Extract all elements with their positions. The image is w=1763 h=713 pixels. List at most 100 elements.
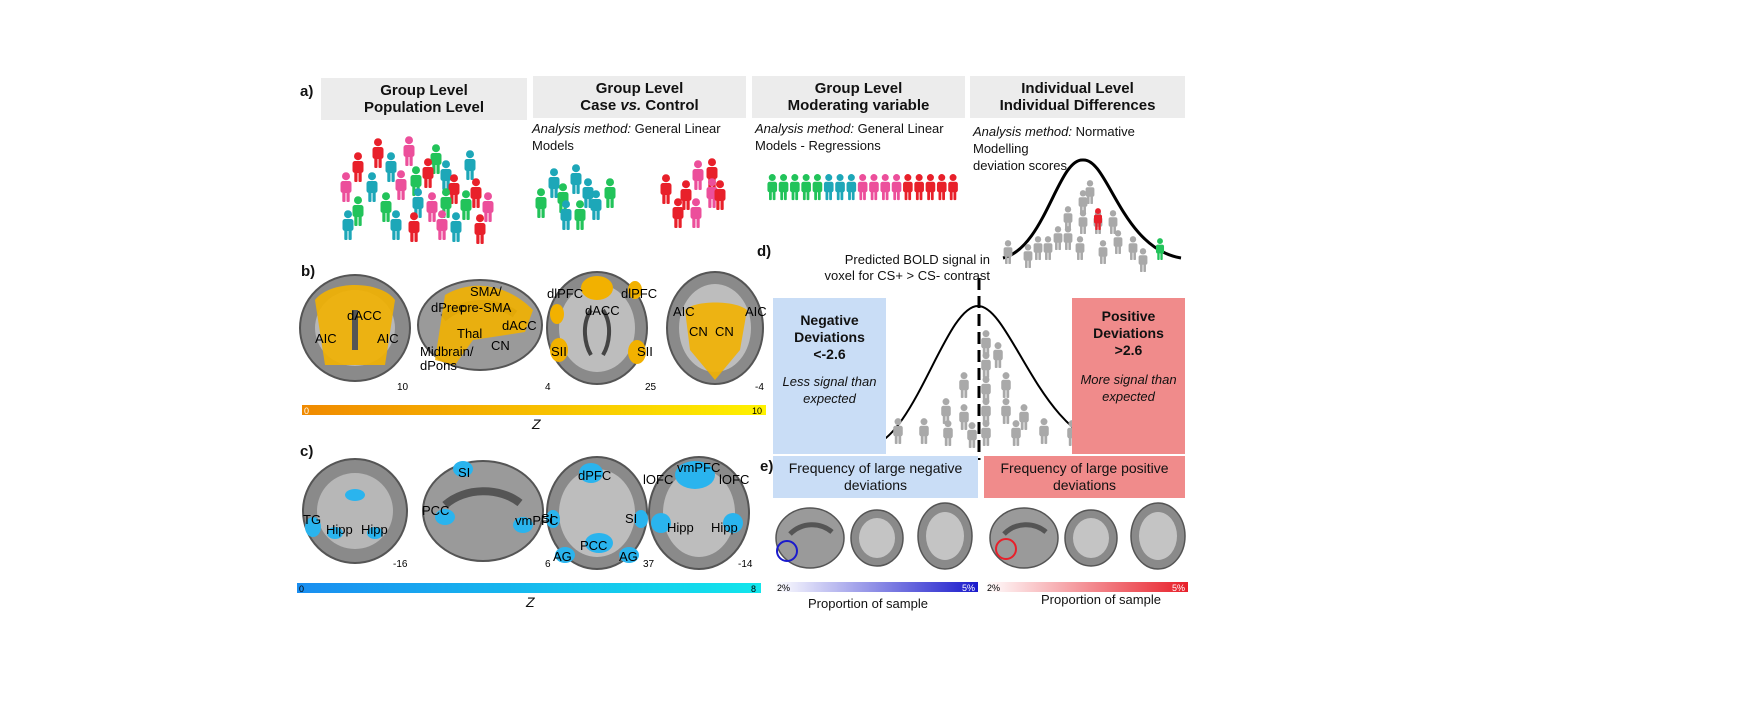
person-icon — [426, 192, 438, 222]
person-icon — [869, 174, 879, 201]
person-icon — [570, 164, 582, 194]
person-icon — [1043, 236, 1053, 260]
pos-bar-min: 2% — [987, 583, 1000, 593]
method-text: Normative Modelling — [973, 124, 1135, 156]
person-icon — [1023, 244, 1033, 268]
brain-region-label: Hipp — [667, 520, 694, 535]
person-icon — [557, 183, 569, 213]
person-icon — [660, 174, 672, 204]
person-icon — [959, 372, 969, 398]
panel-d-title: Predicted BOLD signal in voxel for CS+ >… — [790, 252, 990, 284]
person-icon — [714, 180, 726, 210]
person-icon — [436, 210, 448, 240]
colorbar-max: 10 — [752, 406, 762, 416]
person-icon — [981, 330, 991, 356]
brain-region-label: CN — [491, 338, 510, 353]
person-icon — [936, 174, 947, 201]
pos-title-l2: Deviations — [1093, 325, 1164, 341]
pos-sub-l1: More signal than — [1080, 372, 1177, 387]
panel-d-title-l1: Predicted BOLD signal in — [844, 252, 990, 267]
brain-region-label: Thal — [457, 326, 482, 341]
neg-title-l1: Negative — [800, 312, 859, 328]
header-line1: Group Level — [380, 82, 468, 99]
brain-sagittal-e-neg — [775, 507, 845, 569]
method-label: Analysis method: — [755, 121, 854, 136]
person-icon — [535, 188, 547, 218]
person-icon — [460, 190, 472, 220]
slice-number: 25 — [645, 382, 657, 393]
person-icon — [767, 174, 778, 201]
person-icon — [925, 174, 936, 201]
slice-number: 10 — [397, 382, 409, 393]
header-line1: Group Level — [595, 80, 684, 97]
brain-region-label: Hipp — [326, 522, 353, 537]
brain-region-label: SI — [625, 511, 637, 526]
method-text-2: deviation scores — [973, 158, 1067, 173]
slice-number: -4 — [755, 382, 764, 393]
brain-axial-b2 — [666, 271, 764, 385]
person-icon — [801, 174, 811, 201]
person-icon — [1098, 240, 1108, 264]
person-icon — [1113, 230, 1123, 254]
person-icon — [342, 210, 354, 240]
person-icon — [1078, 210, 1088, 234]
panel-c-letter: c) — [300, 443, 314, 460]
brain-axial-e-pos — [1130, 502, 1186, 570]
panel-d-letter: d) — [757, 243, 772, 260]
person-icon — [967, 422, 977, 448]
person-icon — [680, 180, 692, 210]
person-icon — [1033, 236, 1043, 260]
person-icon — [574, 200, 586, 230]
slice-number: 4 — [545, 382, 551, 393]
person-icon — [1001, 372, 1011, 398]
frequency-positive-box: Frequency of large positive deviations — [984, 456, 1185, 498]
positive-deviations-box: Positive Deviations >2.6 More signal tha… — [1072, 298, 1185, 454]
brain-region-label: dACC — [585, 303, 620, 318]
person-icon — [846, 174, 857, 201]
person-icon — [1003, 240, 1013, 264]
brain-region-label: Hipp — [711, 520, 738, 535]
person-icon — [903, 174, 913, 201]
neg-bar-max: 5% — [962, 583, 975, 593]
header-case-control: Group Level Case vs. Control — [533, 76, 746, 118]
person-icon — [778, 174, 789, 201]
frequency-negative-box: Frequency of large negative deviations — [773, 456, 978, 498]
brain-region-label: PCC — [422, 503, 449, 518]
header-line1: Group Level — [814, 80, 903, 97]
brain-coronal-e-neg — [850, 509, 904, 567]
pos-sub-l2: expected — [1102, 389, 1155, 404]
freq-neg-l2: deviations — [843, 477, 908, 493]
colorbar-min: 0 — [299, 584, 304, 594]
person-icon — [450, 212, 462, 242]
person-icon — [395, 170, 407, 200]
person-icon — [1128, 236, 1138, 260]
method-individual: Analysis method: Normative Modelling dev… — [973, 123, 1188, 174]
person-icon — [981, 352, 991, 378]
person-icon — [981, 398, 991, 424]
header-moderating-variable: Group Level Moderating variable — [752, 76, 965, 118]
brain-region-label: dACC — [502, 318, 537, 333]
person-icon — [891, 174, 902, 201]
brain-region-label: TG — [303, 512, 321, 527]
brain-region-label: SI — [541, 511, 553, 526]
pos-bar-label: Proportion of sample — [1041, 592, 1161, 607]
brain-region-label: Midbrain/ — [420, 344, 474, 359]
person-icon — [981, 376, 991, 402]
person-icon — [981, 420, 991, 446]
method-text-2: Models - Regressions — [755, 138, 881, 153]
brain-region-label: AG — [619, 549, 638, 564]
slice-number: -16 — [393, 559, 408, 570]
person-icon — [464, 150, 476, 180]
person-icon — [1053, 226, 1063, 250]
slice-number: -14 — [738, 559, 753, 570]
brain-region-label: AIC — [673, 304, 695, 319]
neg-sub-l2: expected — [803, 391, 856, 406]
panel-b-colorbar: 0 10 — [302, 405, 766, 416]
header-individual-differences: Individual Level Individual Differences — [970, 76, 1185, 118]
header-population-level: Group Level Population Level — [321, 78, 527, 120]
person-icon — [1075, 236, 1085, 260]
person-icon — [372, 138, 384, 168]
brain-region-label: CN — [689, 324, 708, 339]
panel-a-letter: a) — [300, 83, 314, 100]
